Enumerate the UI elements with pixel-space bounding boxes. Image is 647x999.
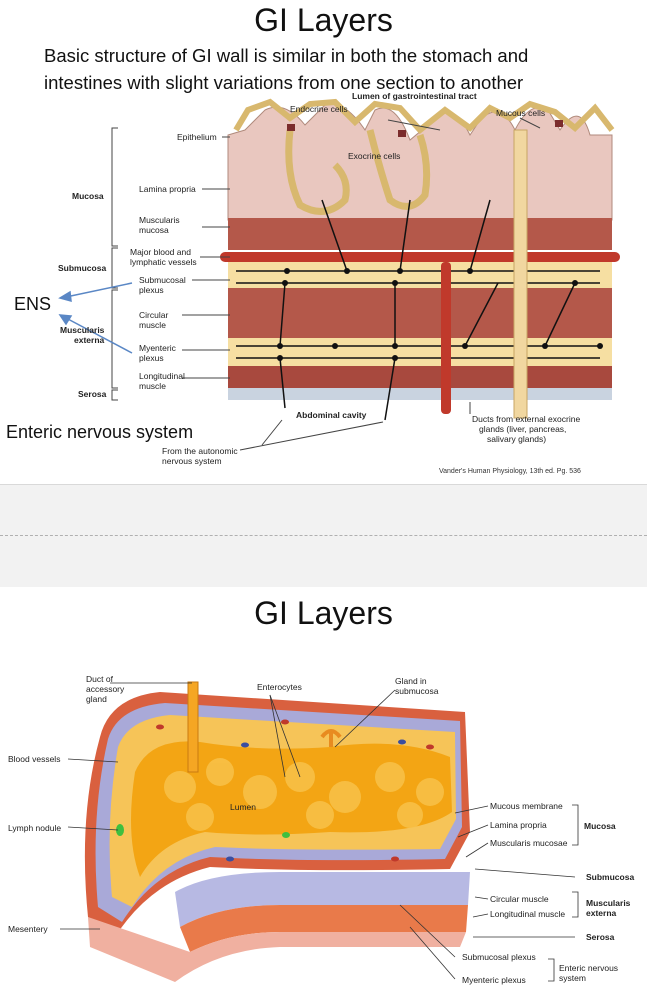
enteric-system-label-2: system <box>559 973 586 983</box>
endocrine-cell <box>555 120 563 127</box>
ducts-label-3: salivary glands) <box>487 434 547 444</box>
exocrine-label: Exocrine cells <box>348 151 401 161</box>
lymph-nodule-label: Lymph nodule <box>8 823 62 833</box>
mesentery <box>88 917 466 982</box>
serosa-label-2: Serosa <box>586 932 615 942</box>
enteric-system-label-1: Enteric nervous <box>559 963 619 973</box>
circular-muscle-label: Circular muscle <box>490 894 549 904</box>
gland-label-1: Gland in <box>395 676 427 686</box>
duct-label-3: gland <box>86 694 107 704</box>
submucosal-plexus-label-1: Submucosal <box>139 275 186 285</box>
abdominal-cavity-label: Abdominal cavity <box>296 410 367 420</box>
submucosa-label: Submucosa <box>58 263 107 273</box>
submucosal-plexus-label: Submucosal plexus <box>462 952 536 962</box>
longitudinal-muscle-label-2: muscle <box>139 381 166 391</box>
autonomic-label-1: From the autonomic <box>162 446 238 456</box>
enterocytes-label: Enterocytes <box>257 682 302 692</box>
circular-muscle-layer <box>228 288 612 338</box>
endocrine-cell <box>287 124 295 131</box>
circular-muscle-label-2: muscle <box>139 320 166 330</box>
ducts-label-1: Ducts from external exocrine <box>472 414 581 424</box>
lymph-nodule <box>116 824 124 836</box>
major-blood-vessel <box>220 252 620 262</box>
right-brackets <box>548 804 579 982</box>
subtitle-line-1: Basic structure of GI wall is similar in… <box>44 45 529 66</box>
autonomic-label-2: nervous system <box>162 456 222 466</box>
serosa-layer <box>228 388 612 400</box>
muscularis-externa-label-2: externa <box>74 335 105 345</box>
circular-muscle-label-1: Circular <box>139 310 169 320</box>
mucous-label: Mucous cells <box>496 108 546 118</box>
intestine-3d-diagram <box>60 681 579 982</box>
submucosa-gland <box>320 729 342 747</box>
muscularis-mucosa-label-1: Muscularis <box>139 215 180 225</box>
slide-1-title: GI Layers <box>254 2 393 38</box>
endocrine-cell <box>398 130 406 137</box>
duct-label-2: accessory <box>86 684 125 694</box>
myenteric-plexus-label-2: plexus <box>139 353 164 363</box>
submucosal-plexus-label-2: plexus <box>139 285 164 295</box>
muscularis-externa-label-1: Muscularis <box>60 325 105 335</box>
longitudinal-muscle-label-1: Longitudinal <box>139 371 185 381</box>
vertical-blood-vessel <box>441 262 451 414</box>
front-muscle-layers <box>180 905 468 952</box>
leader-lines <box>60 682 576 980</box>
mesentery-label: Mesentery <box>8 924 48 934</box>
mucous-membrane-label: Mucous membrane <box>490 801 563 811</box>
front-submucosa <box>175 872 470 927</box>
major-vessels-label-1: Major blood and <box>130 247 191 257</box>
slide-2: GI Layers <box>0 587 647 999</box>
serosa-label: Serosa <box>78 389 107 399</box>
slide-2-title: GI Layers <box>254 595 393 631</box>
muscularis-externa-label-b: externa <box>586 908 617 918</box>
enteric-nervous-system-label: Enteric nervous system <box>6 422 194 442</box>
myenteric-plexus-band <box>228 338 612 366</box>
exocrine-duct <box>513 129 528 419</box>
epithelium-label: Epithelium <box>177 132 217 142</box>
gi-wall-cross-section-diagram <box>58 98 620 451</box>
lamina-propria-label-2: Lamina propria <box>490 820 547 830</box>
ens-arrows <box>58 282 133 354</box>
lymph-nodule-small <box>282 832 290 838</box>
longitudinal-muscle-layer <box>228 366 612 388</box>
ens-label: ENS <box>14 294 52 314</box>
subtitle-line-2: intestines with slight variations from o… <box>44 72 524 93</box>
blood-vessels-label: Blood vessels <box>8 754 61 764</box>
nerve-fibers <box>279 199 576 421</box>
slide-separator <box>0 484 647 588</box>
mucosa-label: Mucosa <box>72 191 104 201</box>
longitudinal-muscle-label: Longitudinal muscle <box>490 909 566 919</box>
mucosa-label-2: Mucosa <box>584 821 616 831</box>
gland-outline-left <box>285 129 350 215</box>
submucosa-label-2: Submucosa <box>586 872 635 882</box>
lumen-label: Lumen of gastrointestinal tract <box>352 91 477 101</box>
muscularis-mucosae-label: Muscularis mucosae <box>490 838 568 848</box>
duct-label-1: Duct of <box>86 674 113 684</box>
accessory-gland-duct <box>187 681 199 773</box>
gland-label-2: submucosa <box>395 686 439 696</box>
major-vessels-label-2: lymphatic vessels <box>130 257 197 267</box>
lumen-label-2: Lumen <box>230 802 256 812</box>
myenteric-plexus-label: Myenteric plexus <box>462 975 526 985</box>
citation: Vander's Human Physiology, 13th ed. Pg. … <box>439 468 581 475</box>
ducts-label-2: glands (liver, pancreas, <box>479 424 567 434</box>
myenteric-plexus-label-1: Myenteric <box>139 343 176 353</box>
slide-1: GI Layers Basic structure of GI wall is … <box>0 0 647 484</box>
gland-outline-middle <box>366 129 431 210</box>
lamina-propria-label: Lamina propria <box>139 184 196 194</box>
endocrine-label: Endocrine cells <box>290 104 348 114</box>
muscularis-externa-label-a: Muscularis <box>586 898 631 908</box>
layer-brackets <box>111 117 541 451</box>
epithelium-surface <box>233 98 615 135</box>
blood-vessel-dots <box>156 719 434 862</box>
muscularis-mucosa-label-2: mucosa <box>139 225 169 235</box>
muscularis-mucosa-layer <box>228 218 612 250</box>
